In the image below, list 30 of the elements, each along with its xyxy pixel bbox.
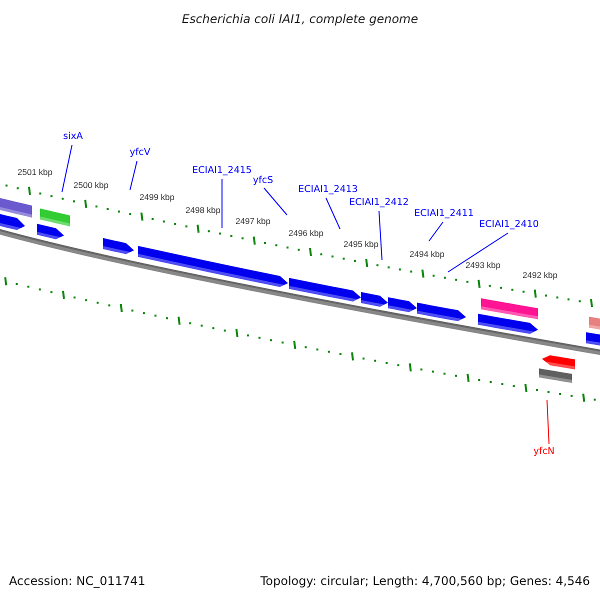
scale-label: 2492 kbp (522, 270, 558, 280)
gene-label: ECIAI1_2412 (349, 197, 409, 209)
scale-label: 2495 kbp (344, 238, 378, 249)
leader-line (264, 188, 288, 216)
leader-line (448, 232, 508, 272)
gene-label: yfcV (130, 147, 150, 159)
gene-label: sixA (63, 131, 83, 143)
leader-line (62, 144, 72, 192)
scale-label: 2494 kbp (410, 249, 444, 260)
scale-label: 2500 kbp (74, 180, 108, 190)
leader-line (428, 222, 444, 242)
gene-label: ECIAI1_2415 (192, 165, 252, 177)
gene-label: ECIAI1_2411 (414, 208, 474, 220)
scale-label: 2499 kbp (140, 192, 174, 202)
leader-line (326, 198, 340, 230)
accession-note: Accession: NC_011741 (9, 573, 146, 590)
scale-label: 2493 kbp (466, 260, 500, 270)
leader-line (546, 400, 550, 444)
gene-label: ECIAI1_2413 (298, 184, 358, 196)
gene-label: yfcS (252, 175, 274, 187)
scale-label: 2498 kbp (186, 204, 220, 215)
scale-label: 2497 kbp (236, 216, 270, 226)
scale-label: 2501 kbp (18, 166, 52, 177)
gene-label: yfcN (533, 446, 555, 458)
genome-info-note: Topology: circular; Length: 4,700,560 bp; Genes: 4,546 (260, 573, 590, 590)
title: Escherichia coli IAI1, complete genome (180, 11, 420, 28)
leader-line (378, 210, 382, 260)
leader-line (130, 160, 138, 190)
scale-label: 2496 kbp (288, 228, 324, 238)
gene-label: ECIAI1_2410 (479, 219, 539, 231)
